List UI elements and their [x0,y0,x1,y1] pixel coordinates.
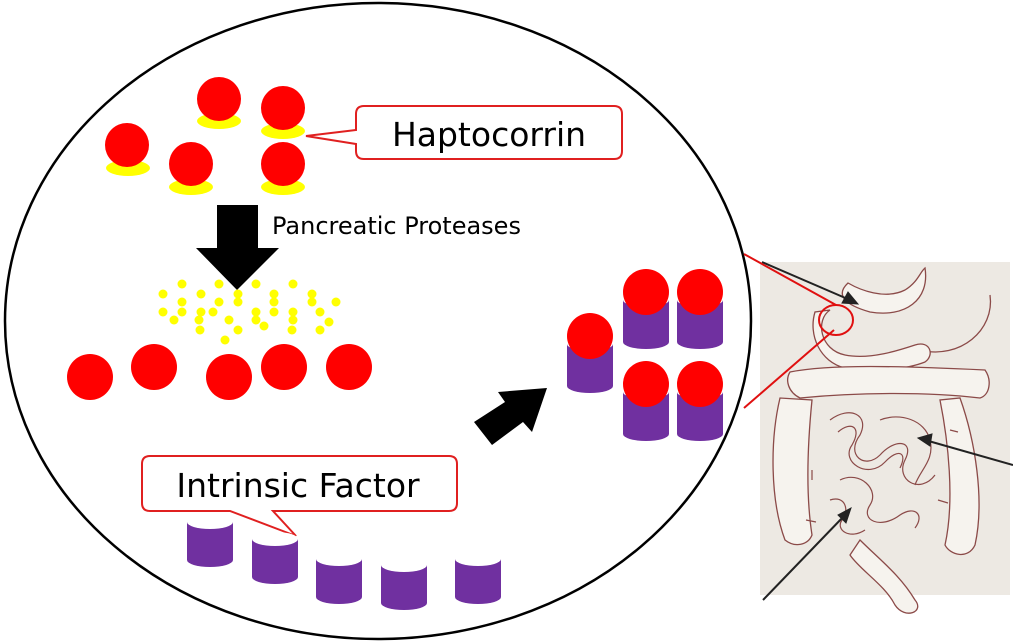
intrinsic-factor-label: Intrinsic Factor [176,466,420,505]
haptocorrin-fragment [233,289,243,299]
duodenum-highlight-circle [818,304,854,336]
free-intrinsic-factor [455,552,501,604]
haptocorrin-fragment [233,325,243,335]
haptocorrin-fragment [158,307,168,317]
free-b12 [67,354,113,400]
protease-down-arrow [196,205,279,290]
haptocorrin-fragment [196,289,206,299]
free-intrinsic-factor [381,558,427,610]
degraded-haptocorrin-fragments [158,279,341,345]
free-b12 [206,354,252,400]
haptocorrin-fragment [288,315,298,325]
haptocorrin-fragment [331,297,341,307]
haptocorrin-fragment [194,315,204,325]
free-intrinsic-factor-molecules [187,515,501,610]
b12-intrinsic-factor-complex [623,361,669,441]
haptocorrin-fragment [315,307,325,317]
free-b12 [326,344,372,390]
free-b12 [261,344,307,390]
stomach-outline [841,266,927,314]
haptocorrin-fragment [251,279,261,289]
b12-intrinsic-factor-complex [567,313,613,393]
free-b12 [131,344,177,390]
haptocorrin-fragment [158,289,168,299]
b12-haptocorrin-complexes [105,77,305,195]
descending-colon-outline [939,397,980,556]
haptocorrin-fragment [324,317,334,327]
haptocorrin-fragment [288,279,298,289]
haptocorrin-fragment [287,325,297,335]
free-intrinsic-factor [316,552,362,604]
duodenum-outline [812,309,931,371]
transverse-colon-outline [787,365,990,399]
illustration-pointer-arrows [761,261,1013,601]
haptocorrin-fragment [214,279,224,289]
haptocorrin-fragment [195,325,205,335]
haptocorrin-fragment [315,325,325,335]
haptocorrin-fragment [251,315,261,325]
haptocorrin-fragment [208,307,218,317]
haptocorrin-fragment [288,307,298,317]
haptocorrin-fragment [177,307,187,317]
haptocorrin-fragment [251,307,261,317]
b12-haptocorrin-complex [261,86,305,139]
haptocorrin-fragment [169,315,179,325]
haptocorrin-fragment [307,289,317,299]
haptocorrin-fragment [224,315,234,325]
haptocorrin-fragment [269,297,279,307]
haptocorrin-fragment [177,297,187,307]
intrinsic-factor-callout: Intrinsic Factor [141,455,458,537]
b12-haptocorrin-complex [105,123,150,176]
free-intrinsic-factor [252,532,298,584]
haptocorrin-fragment [307,297,317,307]
pancreatic-proteases-label: Pancreatic Proteases [272,212,521,240]
magnifier-connector [743,253,854,409]
haptocorrin-fragment [269,307,279,317]
free-intrinsic-factor [187,515,233,567]
haptocorrin-fragment [220,335,230,345]
haptocorrin-callout: Haptocorrin [305,105,623,160]
haptocorrin-fragment [177,279,187,289]
haptocorrin-label: Haptocorrin [392,115,586,154]
haptocorrin-fragment [233,297,243,307]
haptocorrin-fragment [259,321,269,331]
haptocorrin-fragment [196,307,206,317]
b12-intrinsic-factor-complex [623,269,669,349]
b12-haptocorrin-complex [261,142,305,195]
haptocorrin-fragment [214,297,224,307]
magnified-view-outline [3,1,753,641]
b12-intrinsic-factor-complexes [567,269,723,441]
b12-intrinsic-factor-complex [677,361,723,441]
ascending-colon-outline [772,397,813,546]
b12-haptocorrin-complex [169,142,213,195]
b12-haptocorrin-complex [197,77,241,129]
intestine-illustration [760,261,1013,614]
binding-arrow [474,388,547,445]
haptocorrin-fragment [269,289,279,299]
b12-intrinsic-factor-complex [677,269,723,349]
free-b12-molecules [67,344,372,400]
